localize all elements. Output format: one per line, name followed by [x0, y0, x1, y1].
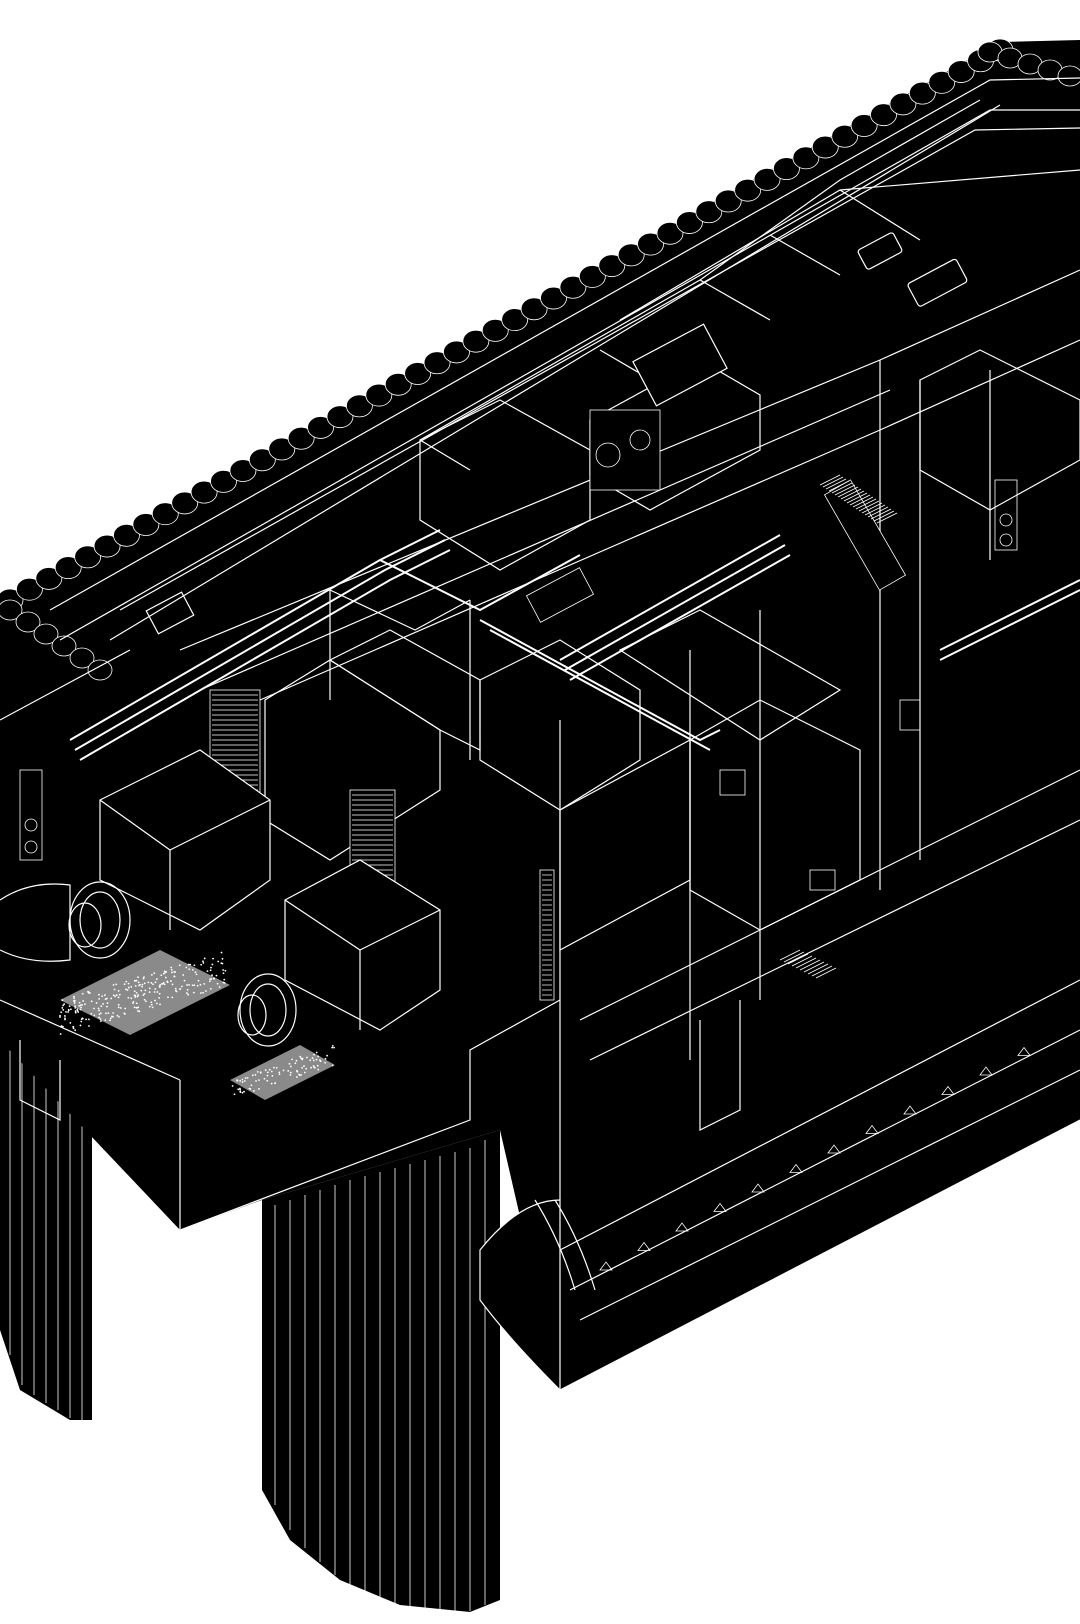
pile [753, 168, 781, 191]
pile [870, 103, 897, 127]
pile [889, 92, 917, 116]
pile [248, 448, 276, 472]
pile [908, 81, 936, 105]
pile [423, 351, 451, 375]
pile [443, 340, 470, 364]
main-slab [0, 40, 1080, 1390]
pile [151, 502, 179, 526]
pipe-racks [69, 529, 1080, 761]
pile [598, 254, 626, 278]
deck-grid [179, 99, 1080, 1060]
fan-left [0, 749, 271, 962]
pile [559, 275, 587, 299]
pile [520, 297, 548, 321]
pile [695, 200, 723, 224]
pile [190, 480, 218, 504]
pile [462, 329, 490, 353]
pile [578, 265, 606, 288]
lower-facade [0, 769, 1080, 1231]
pile [501, 308, 529, 332]
pile [346, 394, 373, 418]
pile [928, 70, 956, 94]
control-cabinets [19, 409, 1018, 891]
pile [773, 157, 800, 181]
pile [637, 232, 664, 256]
pile [113, 523, 140, 547]
pile [831, 124, 859, 148]
pile [404, 362, 432, 385]
rim-outline [0, 77, 1080, 721]
pile [617, 243, 645, 267]
gravel-beds [59, 950, 335, 1100]
pile-lines [274, 1140, 486, 1611]
pile [850, 114, 878, 137]
air-intake-fans [0, 749, 441, 1047]
pile [35, 567, 63, 590]
pile [229, 459, 257, 482]
pile [210, 469, 237, 493]
pile [384, 372, 412, 396]
pile [792, 146, 820, 170]
center-pile-curtain [262, 1130, 500, 1612]
lower-tunnel [479, 979, 1080, 1392]
pile [132, 513, 160, 536]
pile [326, 405, 354, 429]
pile [268, 437, 296, 461]
pile [734, 178, 762, 202]
left-pile-curtain [0, 1030, 92, 1420]
pile [540, 286, 567, 310]
pile [16, 577, 43, 601]
pile [93, 534, 121, 558]
transformer-units [145, 232, 968, 635]
pile [947, 60, 975, 83]
pile [365, 383, 393, 407]
perimeter-piles [0, 38, 1080, 681]
stairs [779, 474, 898, 979]
pile [676, 211, 703, 234]
fan-right [237, 859, 441, 1047]
pile [714, 189, 742, 213]
pile [811, 135, 839, 159]
pile [287, 426, 315, 450]
pile [74, 545, 102, 569]
pile [656, 221, 684, 245]
pile [307, 416, 334, 439]
pile [54, 556, 82, 580]
pile [171, 491, 199, 515]
pile [481, 318, 509, 342]
